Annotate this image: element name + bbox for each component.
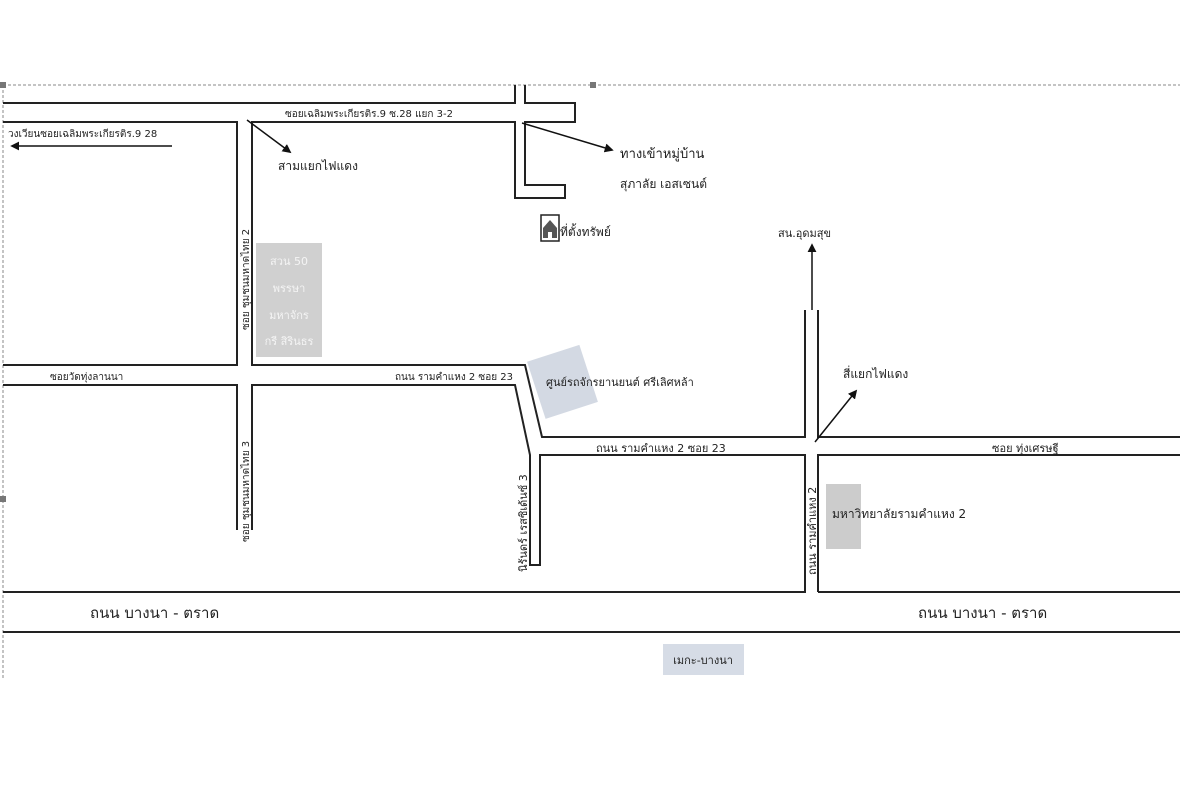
house-icon [540,214,560,242]
label-wat-soi: ซอยวัดทุ่งลานนา [50,372,123,383]
frame [0,82,1180,680]
label-megabangna: เมกะ-บางนา [673,654,733,667]
label-three-way-light: สามแยกไฟแดง [278,159,358,173]
label-bangna-left: ถนน บางนา - ตราด [90,604,219,622]
label-four-way-light: สี่แยกไฟแดง [843,365,908,381]
label-university: มหาวิทยาลัยรามคำแหง 2 [832,507,966,521]
label-bangna-right: ถนน บางนา - ตราด [918,604,1047,622]
label-soi-2: ซอย ชุมชนมหาดไทย 2 [240,229,252,330]
label-udomsuk: สน.อุดมสุข [778,227,831,240]
svg-text:สวน 50: สวน 50 [270,255,308,268]
arrows [10,119,858,443]
label-village-name: สุภาลัย เอสเซนต์ [620,177,707,192]
label-ramkhamhaeng-23-a: ถนน รามคำแหง 2 ซอย 23 [395,372,513,383]
label-soi-3: ซอย ชุมชนมหาดไทย 3 [240,441,252,542]
label-vehicle-center: ศูนย์รถจักรยานยนต์ ศรีเลิศหล้า [546,376,694,389]
svg-text:กรี สิรินธร: กรี สิรินธร [265,335,314,348]
label-roundabout: วงเวียนซอยเฉลิมพระเกียรติร.9 28 [8,128,157,140]
label-ramkhamhaeng-2: ถนน รามคำแหง 2 [806,487,819,575]
park-label: สวน 50 พรรษา มหาจักร กรี สิรินธร [265,255,314,348]
megabangna-area [663,644,744,675]
roads [3,85,1180,633]
label-ramkhamhaeng-23-b: ถนน รามคำแหง 2 ซอย 23 [596,442,726,455]
label-village-entrance: ทางเข้าหมู่บ้าน [620,147,705,162]
label-property: ที่ตั้งทรัพย์ [560,223,611,239]
label-nirun-soi: นิรันดร์ เรสซิเด้นซ์ 3 [517,474,530,572]
vehicle-center-area [527,344,598,419]
park-area [256,243,322,357]
label-top-road: ซอยเฉลิมพระเกียรติร.9 ซ.28 แยก 3-2 [285,108,453,120]
label-soi-thung: ซอย ทุ่งเศรษฐี [992,442,1059,455]
svg-text:พรรษา: พรรษา [273,282,306,295]
svg-text:มหาจักร: มหาจักร [269,309,309,322]
university-area [826,484,861,549]
